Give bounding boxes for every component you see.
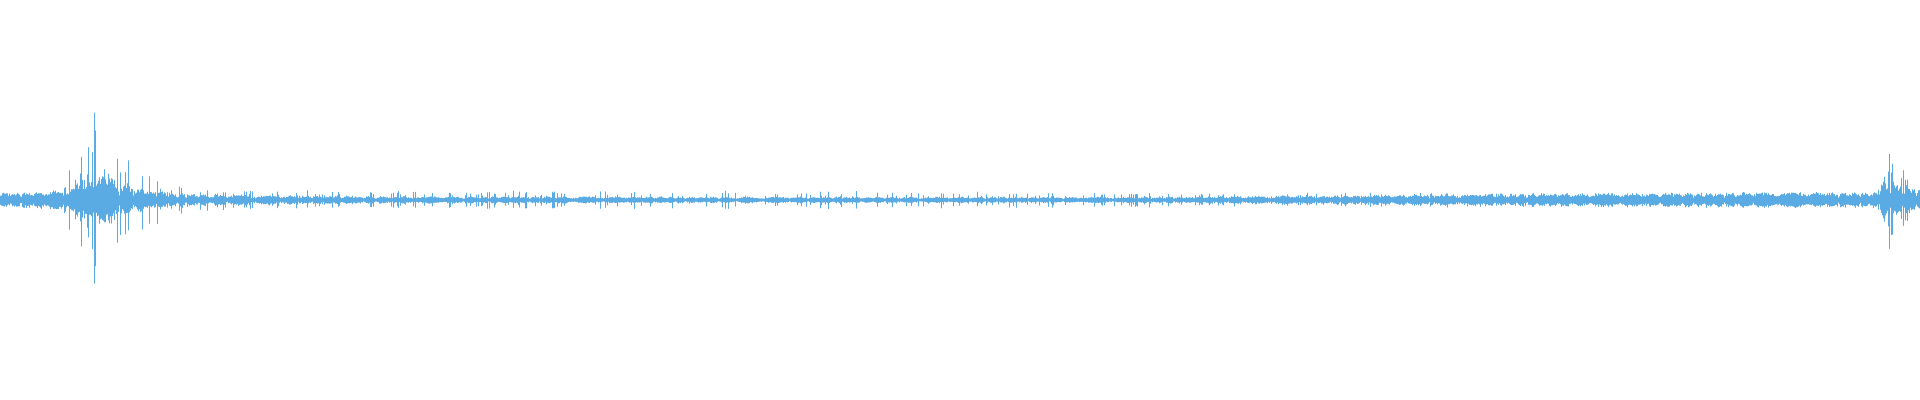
waveform-bars <box>0 112 1920 284</box>
